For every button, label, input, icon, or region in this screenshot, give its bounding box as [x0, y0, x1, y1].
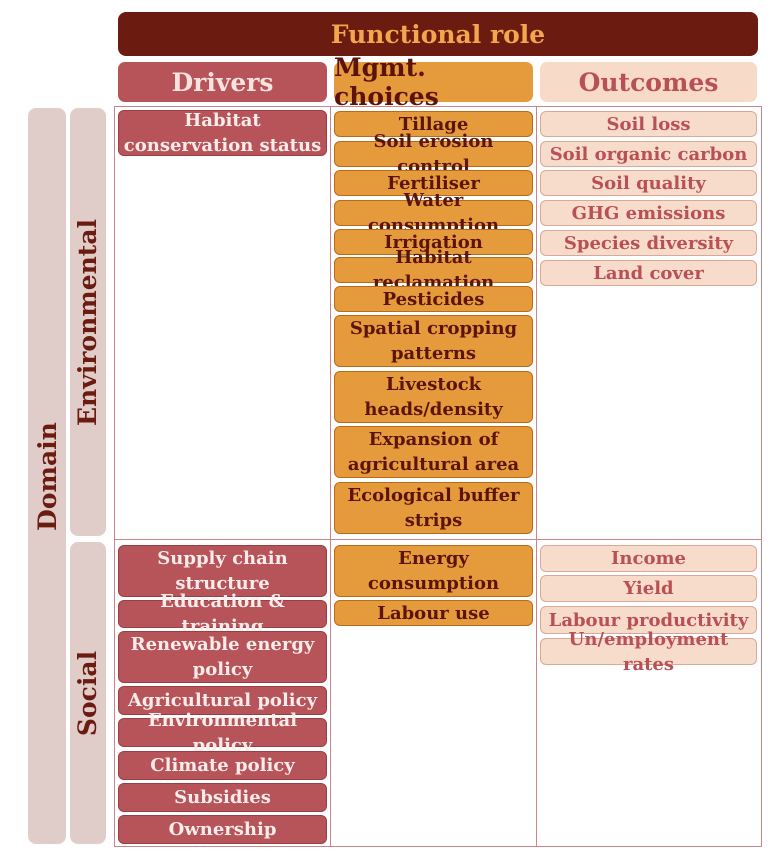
mgmt-box: Pesticides — [334, 286, 533, 312]
driver-label: Subsidies — [174, 787, 271, 808]
driver-label: Supply chain structure — [157, 548, 288, 594]
outcome-label: Yield — [623, 578, 674, 599]
driver-box: Education & training — [118, 591, 327, 637]
mgmt-label: Pesticides — [382, 288, 485, 310]
mgmt-box: Habitat reclamation — [334, 247, 533, 293]
driver-box: Ownership — [118, 815, 327, 844]
driver-box: Agricultural policy — [118, 686, 327, 715]
functional-role-banner: Functional role — [118, 12, 758, 56]
mgmt-box: Soil erosion control — [334, 131, 533, 177]
grid-col1-line — [330, 106, 331, 847]
outcome-label: Soil loss — [606, 113, 691, 135]
driver-label: Climate policy — [150, 755, 295, 776]
driver-label: Habitat conservation status — [123, 110, 322, 156]
mgmt-box: Spatial cropping patterns — [334, 315, 533, 367]
mgmt-box: Expansion of agricultural area — [334, 426, 533, 478]
domain-label: Domain — [28, 108, 66, 844]
outcome-box: Un/employment rates — [540, 629, 757, 675]
driver-box: Renewable energy policy — [118, 631, 327, 683]
outcome-box: Soil organic carbon — [540, 141, 757, 167]
mgmt-label: Tillage — [398, 113, 469, 135]
outcome-label: GHG emissions — [571, 202, 726, 224]
grid-bottom-line — [114, 846, 762, 847]
mgmt-box: Irrigation — [334, 229, 533, 255]
outcome-box: GHG emissions — [540, 200, 757, 226]
grid-left-line — [114, 106, 115, 847]
outcome-box: Land cover — [540, 260, 757, 286]
outcome-box: Labour productivity — [540, 606, 757, 634]
mgmt-label: Energy consumption — [367, 548, 500, 594]
mgmt-label: Fertiliser — [387, 172, 480, 194]
mgmt-label: Livestock heads/density — [364, 374, 503, 420]
outcome-label: Labour productivity — [548, 609, 749, 631]
outcome-box: Species diversity — [540, 230, 757, 256]
mgmt-box: Water consumption — [334, 190, 533, 236]
mgmt-label: Labour use — [377, 602, 490, 624]
drivers-header: Drivers — [118, 62, 327, 102]
mgmt-label: Spatial cropping patterns — [349, 318, 518, 364]
environmental-label: Environmental — [70, 108, 106, 536]
grid-col2-line — [536, 106, 537, 847]
outcomes-header: Outcomes — [540, 62, 757, 102]
mgmt-choices-header: Mgmt. choices — [334, 53, 533, 111]
driver-label: Renewable energy policy — [130, 634, 315, 680]
grid-middle-line — [114, 539, 762, 540]
mgmt-box: Ecological buffer strips — [334, 482, 533, 534]
social-label: Social — [70, 542, 106, 844]
mgmt-box: Tillage — [334, 111, 533, 137]
driver-label: Environmental policy — [147, 709, 298, 756]
drivers-header-label: Drivers — [171, 67, 274, 97]
driver-box: Supply chain structure — [118, 545, 327, 597]
driver-box: Subsidies — [118, 783, 327, 812]
outcome-label: Soil quality — [591, 172, 706, 194]
outcome-label: Income — [611, 548, 686, 569]
driver-box: Environmental policy — [118, 710, 327, 756]
outcome-label: Species diversity — [563, 232, 734, 254]
mgmt-label: Expansion of agricultural area — [347, 429, 520, 475]
grid-top-line — [114, 106, 762, 107]
outcomes-header-label: Outcomes — [578, 67, 719, 97]
mgmt-box: Energy consumption — [334, 545, 533, 597]
driver-box: Habitat conservation status — [118, 110, 327, 156]
functional-role-title: Functional role — [330, 19, 546, 49]
mgmt-label: Ecological buffer strips — [347, 485, 520, 531]
outcome-label: Soil organic carbon — [549, 143, 748, 165]
outcome-box: Soil loss — [540, 111, 757, 137]
driver-label: Ownership — [168, 819, 277, 840]
environmental-label-text: Environmental — [73, 218, 103, 426]
mgmt-label: Irrigation — [384, 231, 483, 253]
outcome-box: Soil quality — [540, 170, 757, 196]
domain-label-text: Domain — [32, 421, 62, 531]
outcome-box: Yield — [540, 575, 757, 602]
outcome-label: Un/employment rates — [568, 628, 729, 675]
driver-label: Agricultural policy — [127, 690, 318, 711]
mgmt-box: Fertiliser — [334, 170, 533, 196]
outcome-label: Land cover — [593, 262, 704, 284]
mgmt-header-label: Mgmt. choices — [334, 53, 439, 111]
mgmt-box: Labour use — [334, 600, 533, 626]
grid-right-line — [761, 106, 762, 847]
mgmt-box: Livestock heads/density — [334, 371, 533, 423]
outcome-box: Income — [540, 545, 757, 572]
driver-box: Climate policy — [118, 751, 327, 780]
social-label-text: Social — [73, 650, 103, 736]
